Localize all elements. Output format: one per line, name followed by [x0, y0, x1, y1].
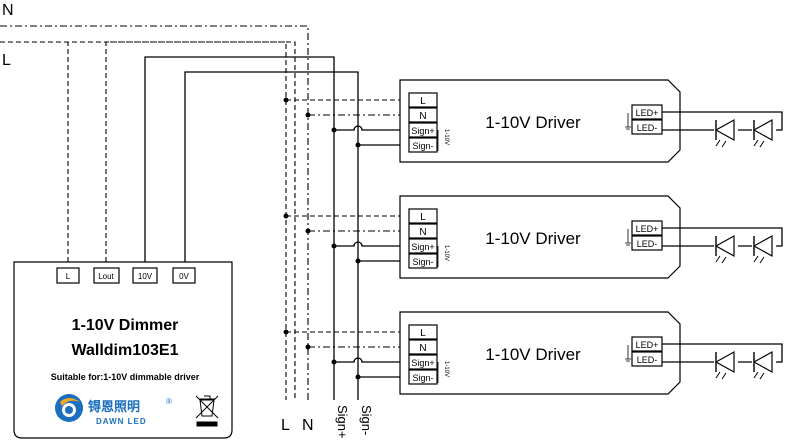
- driver-input-sign-plus: [408, 122, 438, 138]
- dimmer-terminal-l: [56, 267, 80, 284]
- driver-title: 1-10V Driver: [485, 345, 581, 364]
- dimmer-body: [13, 261, 233, 439]
- dimmer-title: 1-10V Dimmer: [72, 317, 179, 334]
- driver-input-l-label: L: [420, 212, 426, 223]
- driver-2: L N Sign+ Sign- 1-10V 1-10V Driver LED+ …: [399, 195, 681, 279]
- driver-input-sign-minus: [408, 137, 438, 153]
- driver-input-sign-minus: [408, 253, 438, 269]
- driver-output-led-minus: [631, 351, 663, 367]
- mains-n-wire: [0, 25, 309, 400]
- driver-input-n-label: N: [419, 111, 426, 122]
- driver-input-l-label: L: [420, 328, 426, 339]
- driver-title: 1-10V Driver: [485, 229, 581, 248]
- led-string-1: [662, 111, 783, 148]
- driver-3: L N Sign+ Sign- 1-10V 1-10V Driver LED+ …: [399, 311, 681, 395]
- driver-input-sign-plus: [408, 354, 438, 370]
- driver-input-sign-plus-label: Sign+: [411, 358, 434, 368]
- dimmer-note: Suitable for:1-10V dimmable driver: [51, 372, 200, 382]
- led-diode-icon: [714, 350, 738, 380]
- driver-body: [399, 311, 681, 395]
- driver-output-led-plus-label: LED+: [636, 108, 659, 118]
- led-diode-icon: [714, 118, 738, 148]
- registered-mark: ®: [166, 397, 172, 406]
- driver-input-sign-minus: [408, 369, 438, 385]
- dimmer-terminal-lout: [93, 267, 120, 284]
- driver-dim-label: 1-10V: [443, 129, 449, 145]
- driver-3-taps: [283, 329, 418, 380]
- mains-n-label: N: [2, 2, 14, 19]
- driver-output-led-plus-label: LED+: [636, 224, 659, 234]
- bus-label-l: L: [281, 417, 290, 434]
- tap-sign-plus: [334, 241, 418, 247]
- dawn-led-logo-icon: [55, 394, 83, 422]
- driver-input-l-label: L: [420, 96, 426, 107]
- mains-l-label: L: [2, 52, 11, 69]
- driver-input-l: [408, 324, 438, 340]
- bus-label-n: N: [302, 417, 314, 434]
- driver-input-sign-plus-label: Sign+: [411, 126, 434, 136]
- driver-output-led-plus-label: LED+: [636, 340, 659, 350]
- driver-input-l: [408, 92, 438, 108]
- driver-output-led-minus-label: LED-: [637, 239, 658, 249]
- driver-input-sign-plus: [408, 238, 438, 254]
- driver-dim-label: 1-10V: [443, 361, 449, 377]
- driver-1: L N Sign+ Sign- 1-10V 1-10V Driver LED+ …: [399, 79, 681, 163]
- dimmer-terminal-l-label: L: [66, 272, 71, 281]
- driver-output-led-minus: [631, 119, 663, 135]
- driver-input-n: [408, 339, 438, 355]
- bus-label-sign-minus: Sign-: [359, 405, 374, 435]
- driver-2-taps: [283, 213, 418, 264]
- ground-symbol-icon: [625, 345, 631, 362]
- driver-input-n: [408, 223, 438, 239]
- dimmer-model: Walldim103E1: [71, 342, 178, 359]
- driver-input-sign-minus-label: Sign-: [412, 373, 433, 383]
- weee-bin-icon: [195, 395, 219, 427]
- tap-sign-plus: [334, 125, 418, 131]
- driver-output-led-minus: [631, 235, 663, 251]
- dimmer-terminal-10v-label: 10V: [138, 272, 153, 281]
- dimmer-terminal-0v-label: 0V: [179, 272, 189, 281]
- driver-input-n-label: N: [419, 343, 426, 354]
- dimmer-terminal-lout-label: Lout: [98, 272, 114, 281]
- led-diode-icon: [752, 350, 776, 380]
- driver-input-n: [408, 107, 438, 123]
- dimmer-terminal-0v: [172, 267, 196, 284]
- driver-dim-label: 1-10V: [443, 245, 449, 261]
- dimmer-unit: L Lout 10V 0V 1-10V Dimmer Walldim103E1 …: [13, 261, 233, 439]
- led-string-3: [662, 343, 783, 380]
- led-diode-icon: [752, 234, 776, 264]
- dimmer-lout-lead: [105, 41, 296, 400]
- tap-sign-plus: [334, 357, 418, 363]
- driver-input-sign-minus-label: Sign-: [412, 141, 433, 151]
- ground-symbol-icon: [625, 113, 631, 130]
- driver-input-n-label: N: [419, 227, 426, 238]
- dimmer-terminal-10v: [132, 267, 158, 284]
- ground-symbol-icon: [625, 229, 631, 246]
- mains-l-wire: [0, 41, 287, 400]
- driver-output-led-minus-label: LED-: [637, 123, 658, 133]
- dimmer-0v-lead: [184, 71, 359, 400]
- driver-input-sign-plus-label: Sign+: [411, 242, 434, 252]
- led-string-2: [662, 227, 783, 264]
- driver-input-l: [408, 208, 438, 224]
- dimmer-10v-lead: [144, 56, 335, 400]
- driver-input-sign-minus-label: Sign-: [412, 257, 433, 267]
- driver-taps: [283, 97, 418, 380]
- bus-label-sign-plus: Sign+: [335, 405, 350, 439]
- brand-cn: 锝恩照明: [88, 399, 140, 415]
- driver-body: [399, 79, 681, 163]
- brand-en: DAWN LED: [96, 417, 147, 426]
- driver-body: [399, 195, 681, 279]
- led-diode-icon: [714, 234, 738, 264]
- driver-1-taps: [283, 97, 418, 148]
- led-diode-icon: [752, 118, 776, 148]
- driver-title: 1-10V Driver: [485, 113, 581, 132]
- driver-output-led-minus-label: LED-: [637, 355, 658, 365]
